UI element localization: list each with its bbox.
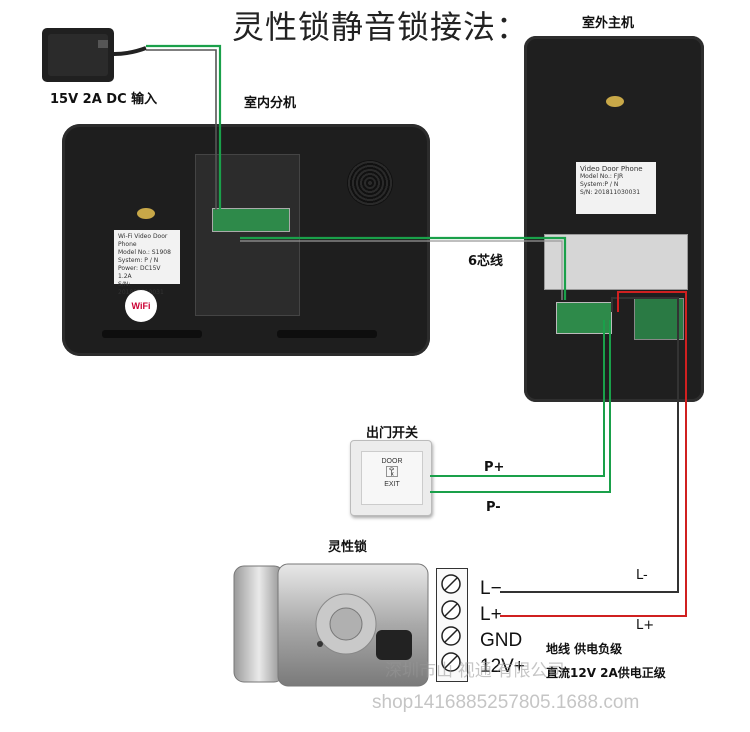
lock-label: 灵性锁	[328, 540, 368, 555]
sticker-line: Model No.: S1908	[118, 249, 171, 256]
exit-wire-minus	[430, 320, 611, 493]
speaker-grille	[347, 160, 393, 206]
sticker-line: Wi-Fi Video Door Phone	[118, 233, 168, 248]
terminal-label-gnd: GND	[480, 630, 523, 651]
brand-badge	[137, 208, 155, 219]
lock-wire-minus	[500, 297, 679, 593]
terminal-screws	[441, 574, 461, 672]
exit-text: EXIT	[384, 481, 400, 488]
mounting-plate	[195, 154, 300, 316]
gnd-note: 地线 供电负级	[546, 642, 623, 656]
lock-wire-plus	[500, 291, 687, 617]
power-wire	[146, 44, 222, 210]
watermark-company: 深圳市山 视通 有限公司	[385, 661, 565, 680]
exit-button-plate: DOOR ⚿ EXIT	[361, 451, 423, 505]
key-icon: ⚿	[385, 464, 399, 481]
camera-badge	[606, 96, 624, 107]
cable-label: 6芯线	[468, 254, 504, 269]
monitor-foot	[102, 330, 202, 338]
six-core-cable	[240, 240, 563, 300]
outdoor-connector	[556, 302, 612, 334]
electronic-lock	[228, 560, 438, 694]
terminal-label-l-minus: L−	[480, 578, 502, 599]
sticker-line: Power: DC15V 1.2A	[118, 265, 161, 280]
adapter-label: 15V 2A DC 输入	[50, 92, 158, 107]
power-wire	[146, 49, 217, 210]
wifi-text: WiFi	[131, 301, 151, 311]
door-text: DOOR	[381, 458, 403, 465]
six-core-cable	[240, 236, 567, 300]
exit-switch: DOOR ⚿ EXIT	[350, 440, 432, 516]
sticker-line: Video Door Phone	[580, 165, 643, 173]
terminal-panel	[544, 234, 688, 290]
sticker-line: System:P / N	[580, 181, 619, 188]
terminal-label-12v: 12V+	[480, 656, 525, 677]
indoor-connector	[212, 208, 290, 232]
sticker-line: S/N: 201811030031	[580, 189, 641, 196]
outdoor-unit-label: 室外主机	[582, 16, 635, 31]
monitor-foot	[277, 330, 377, 338]
sticker-line: System: P / N	[118, 257, 159, 264]
outdoor-sticker: Video Door Phone Model No.: FJR System:P…	[576, 162, 656, 214]
exit-minus-label: P-	[486, 500, 501, 515]
power-note: 直流12V 2A供电正级	[546, 666, 666, 680]
page-title: 灵性锁静音锁接法：	[232, 8, 530, 46]
wifi-logo: WiFi	[125, 290, 157, 322]
exit-switch-label: 出门开关	[366, 426, 419, 441]
terminal-label-l-plus: L+	[480, 604, 502, 625]
indoor-unit-label: 室内分机	[244, 96, 297, 111]
outdoor-unit: Video Door Phone Model No.: FJR System:P…	[524, 36, 704, 402]
watermark-url: shop1416885257805.1688.com	[372, 692, 640, 713]
indoor-sticker: Wi-Fi Video Door Phone Model No.: S1908 …	[114, 230, 180, 296]
lock-minus-label: L-	[636, 568, 648, 583]
sticker-line: Model No.: FJR	[580, 173, 624, 180]
exit-plus-label: P+	[484, 460, 505, 475]
lock-plus-label: L+	[636, 618, 655, 633]
exit-wire-plus	[430, 320, 605, 477]
indoor-monitor: Wi-Fi Video Door Phone Model No.: S1908 …	[62, 124, 430, 356]
power-adapter	[38, 24, 148, 86]
